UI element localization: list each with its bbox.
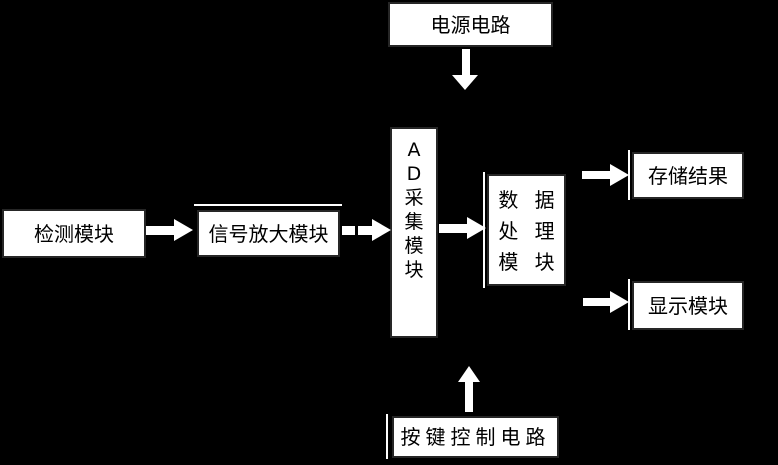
node-data-processing-line-2: 处 理 — [498, 219, 555, 243]
edge-sliver-store-left — [628, 150, 630, 200]
arrow-amplify-to-ad-shaft — [358, 226, 373, 235]
node-display-module: 显示模块 — [632, 281, 744, 330]
node-data-processing-line-3: 模 块 — [498, 250, 555, 274]
arrow-keys-up-shaft — [465, 381, 473, 412]
node-detection-module-label: 检测模块 — [34, 221, 114, 246]
arrow-data-to-store-shaft — [582, 171, 611, 179]
arrow-power-down-head-icon — [452, 75, 478, 90]
arrow-power-down-shaft — [462, 49, 470, 76]
arrow-data-to-display-head-icon — [610, 291, 629, 313]
node-signal-amplifier-module-label: 信号放大模块 — [208, 221, 329, 246]
node-signal-amplifier-module: 信号放大模块 — [197, 210, 340, 257]
node-power-circuit: 电源电路 — [388, 2, 553, 47]
node-power-circuit-label: 电源电路 — [430, 12, 511, 37]
edge-sliver-amplify-top — [194, 204, 342, 206]
arrow-ad-to-data-head-icon — [467, 217, 486, 239]
arrow-amplify-to-ad-dash — [342, 226, 355, 235]
node-detection-module: 检测模块 — [2, 209, 146, 258]
node-key-control-circuit: 按键控制电路 — [392, 416, 559, 458]
edge-sliver-keys-left — [386, 414, 388, 459]
node-ad-acquisition-module: A D 采 集 模 块 — [390, 127, 438, 338]
node-key-control-circuit-label: 按键控制电路 — [400, 425, 551, 449]
node-store-result: 存储结果 — [632, 152, 744, 199]
arrow-amplify-to-ad-head-icon — [372, 219, 391, 241]
node-data-processing-line-1: 数 据 — [498, 188, 555, 212]
node-store-result-label: 存储结果 — [648, 163, 728, 188]
arrow-detect-to-amplify-shaft — [146, 226, 174, 235]
node-ad-acquisition-module-label: A D 采 集 模 块 — [404, 139, 424, 281]
arrow-data-to-store-head-icon — [610, 164, 629, 186]
arrow-data-to-display-shaft — [583, 298, 611, 306]
arrow-detect-to-amplify-head-icon — [174, 219, 193, 241]
arrow-keys-up-head-icon — [458, 366, 480, 382]
edge-sliver-display-left — [628, 279, 630, 330]
node-data-processing-module: 数 据 处 理 模 块 — [487, 174, 566, 286]
arrow-ad-to-data-shaft — [439, 224, 467, 233]
node-display-module-label: 显示模块 — [648, 293, 728, 318]
